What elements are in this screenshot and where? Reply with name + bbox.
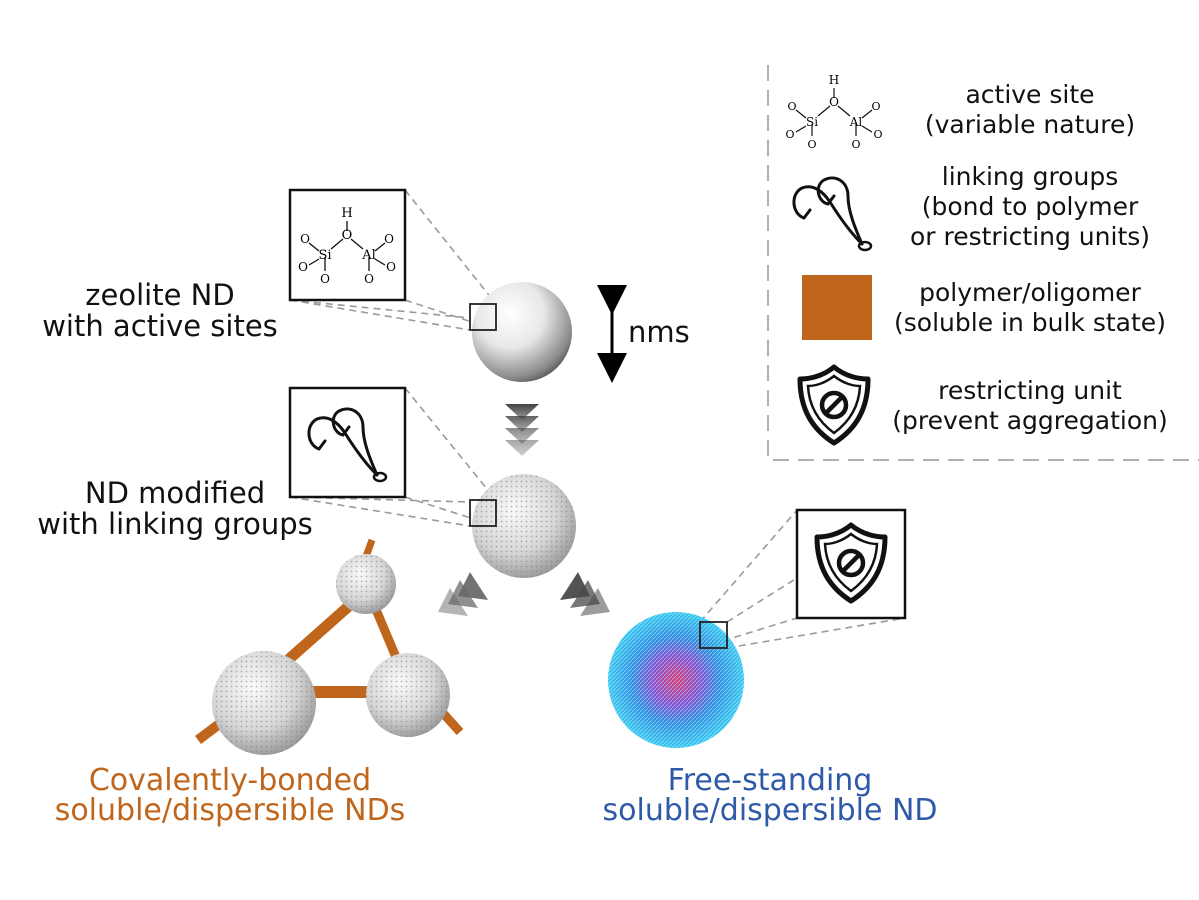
legend-text-line: restricting unit xyxy=(938,376,1122,405)
chem-o: O xyxy=(298,260,308,274)
chem-si: Si xyxy=(318,248,331,263)
legend-text-line: (soluble in bulk state) xyxy=(894,308,1166,337)
legend-fishhook-icon xyxy=(792,176,873,252)
free-title-line-1: Free-standing xyxy=(667,763,873,798)
chem-o: O xyxy=(384,232,394,246)
zeolite-nd-line-2: with active sites xyxy=(42,309,278,343)
legend-linking-groups-text: linking groups (bond to polymer or restr… xyxy=(880,162,1180,252)
nd-modified-line-1: ND modified xyxy=(84,476,266,510)
active-site-selection-box xyxy=(469,303,497,331)
arrow-down-left-icon xyxy=(438,572,488,616)
chem-h: H xyxy=(829,73,839,87)
covalent-cluster xyxy=(195,538,464,755)
legend-text-line: linking groups xyxy=(941,162,1119,191)
chem-o: O xyxy=(787,100,796,113)
legend-frame xyxy=(767,65,1199,461)
chem-o: O xyxy=(807,138,816,151)
zeolite-nd-label: zeolite ND with active sites xyxy=(20,280,300,342)
nd-modified-label: ND modified with linking groups xyxy=(10,478,340,540)
restricting-unit-selection-box xyxy=(699,621,728,649)
zoom-lines-active-site xyxy=(289,189,497,331)
free-standing-title: Free-standing soluble/dispersible ND xyxy=(560,766,980,826)
legend-text-line: (prevent aggregation) xyxy=(892,406,1168,435)
chem-al: Al xyxy=(849,115,863,129)
nd-modified-line-2: with linking groups xyxy=(37,507,313,541)
chem-si: Si xyxy=(806,115,818,129)
free-standing-nd-sphere xyxy=(608,612,744,748)
legend-polymer-swatch xyxy=(802,275,872,340)
modified-nd-sphere xyxy=(472,474,576,578)
legend-text-line: polymer/oligomer xyxy=(919,278,1141,307)
shield-icon xyxy=(814,522,888,604)
covalent-title-line-1: Covalently-bonded xyxy=(88,763,372,798)
chem-o: O xyxy=(300,232,310,246)
restricting-unit-inset xyxy=(795,508,907,620)
legend-text-line: active site xyxy=(965,80,1095,109)
legend-polymer-text: polymer/oligomer (soluble in bulk state) xyxy=(880,278,1180,338)
zeolite-nd-sphere xyxy=(472,282,572,382)
legend-active-site-text: active site (variable nature) xyxy=(880,80,1180,140)
covalent-title: Covalently-bonded soluble/dispersible ND… xyxy=(20,766,440,826)
legend-restricting-unit-text: restricting unit (prevent aggregation) xyxy=(880,376,1180,436)
size-label: nms xyxy=(628,315,690,349)
chem-o: O xyxy=(785,128,794,141)
chem-al: Al xyxy=(361,248,376,263)
free-title-line-2: soluble/dispersible ND xyxy=(602,793,938,828)
chem-h: H xyxy=(341,206,352,221)
arrow-down-icon xyxy=(505,404,539,456)
fishhook-icon xyxy=(307,407,388,483)
linking-group-inset xyxy=(288,386,407,499)
chem-o: O xyxy=(386,260,396,274)
active-site-structure-inset: H O Si Al O O O O O O xyxy=(298,206,396,286)
chem-o: O xyxy=(873,128,882,141)
chem-o: O xyxy=(364,272,374,286)
chem-o: O xyxy=(320,272,330,286)
legend-text-line: or restricting units) xyxy=(909,222,1151,251)
active-site-inset: H O Si Al O O O O O O xyxy=(288,188,407,302)
covalent-title-line-2: soluble/dispersible NDs xyxy=(54,793,406,828)
zeolite-nd-line-1: zeolite ND xyxy=(85,278,235,312)
legend-active-site-icon: H O Si Al O O O O O O xyxy=(785,73,882,151)
chem-o-bridge: O xyxy=(342,228,353,243)
linking-group-selection-box xyxy=(469,499,497,527)
legend-text-line: (variable nature) xyxy=(924,110,1136,139)
legend-shield-icon xyxy=(797,364,871,446)
chem-o: O xyxy=(851,138,860,151)
chem-o-bridge: O xyxy=(829,95,839,109)
legend-text-line: (bond to polymer xyxy=(921,192,1139,221)
chem-o: O xyxy=(871,100,880,113)
arrow-down-right-icon xyxy=(560,572,610,616)
